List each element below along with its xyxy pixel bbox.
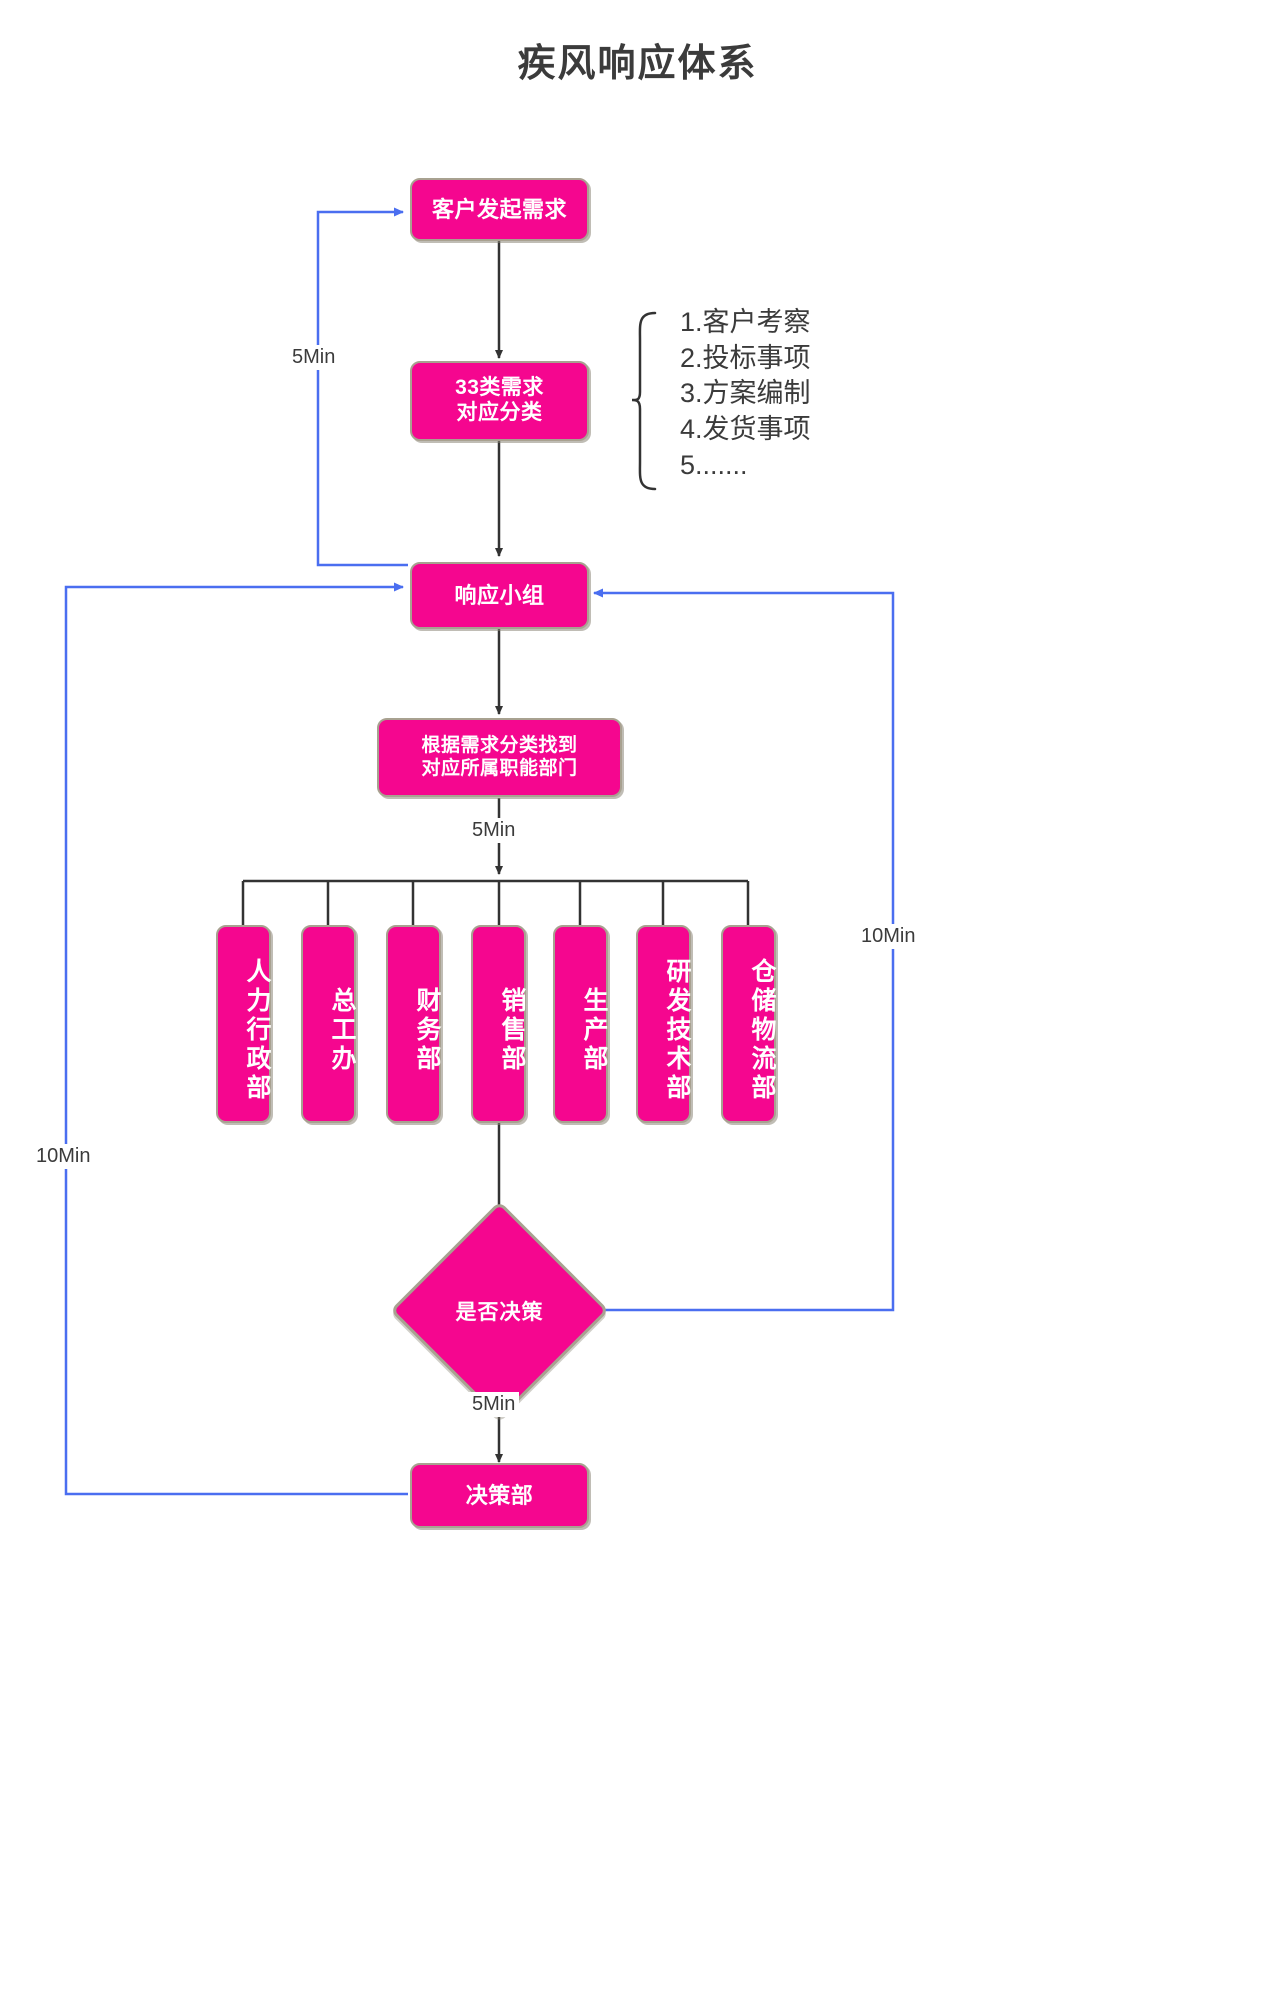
category-item-0: 1.客户考察 xyxy=(680,307,811,337)
department-box-0[interactable]: 人力行政部 xyxy=(216,925,271,1123)
category-item-2: 3.方案编制 xyxy=(680,378,811,409)
department-box-4[interactable]: 生产部 xyxy=(553,925,608,1123)
node-find-department[interactable]: 根据需求分类找到 对应所属职能部门 xyxy=(377,718,622,797)
edge-label-right-loop: 10Min xyxy=(857,924,920,949)
department-box-5[interactable]: 研发技术部 xyxy=(636,925,691,1123)
department-box-1[interactable]: 总工办 xyxy=(301,925,356,1123)
node-decision[interactable]: 是否决策 xyxy=(389,1200,610,1421)
category-item-1: 2.投标事项 xyxy=(680,342,811,373)
edge-label-left-loop: 10Min xyxy=(32,1144,95,1169)
category-list: 1.客户考察 2.投标事项 3.方案编制 4.发货事项 5....... xyxy=(680,305,811,483)
department-box-3[interactable]: 销售部 xyxy=(471,925,526,1123)
node-response-team[interactable]: 响应小组 xyxy=(410,562,589,629)
decision-label: 是否决策 xyxy=(455,1300,544,1324)
category-item-3: 4.发货事项 xyxy=(680,413,811,444)
edge-label-feedback-top: 5Min xyxy=(288,345,340,370)
page-title: 疾风响应体系 xyxy=(517,43,758,85)
edge-label-decision-to-decision-dept: 5Min xyxy=(468,1392,520,1417)
department-box-2[interactable]: 财务部 xyxy=(386,925,441,1123)
node-decision-department[interactable]: 决策部 xyxy=(410,1463,589,1528)
department-box-6[interactable]: 仓储物流部 xyxy=(721,925,776,1123)
category-item-4: 5....... xyxy=(680,449,748,480)
node-customer-request[interactable]: 客户发起需求 xyxy=(410,178,589,241)
node-demand-classification[interactable]: 33类需求 对应分类 xyxy=(410,361,589,441)
edge-label-find-dept-to-departments: 5Min xyxy=(468,818,520,843)
